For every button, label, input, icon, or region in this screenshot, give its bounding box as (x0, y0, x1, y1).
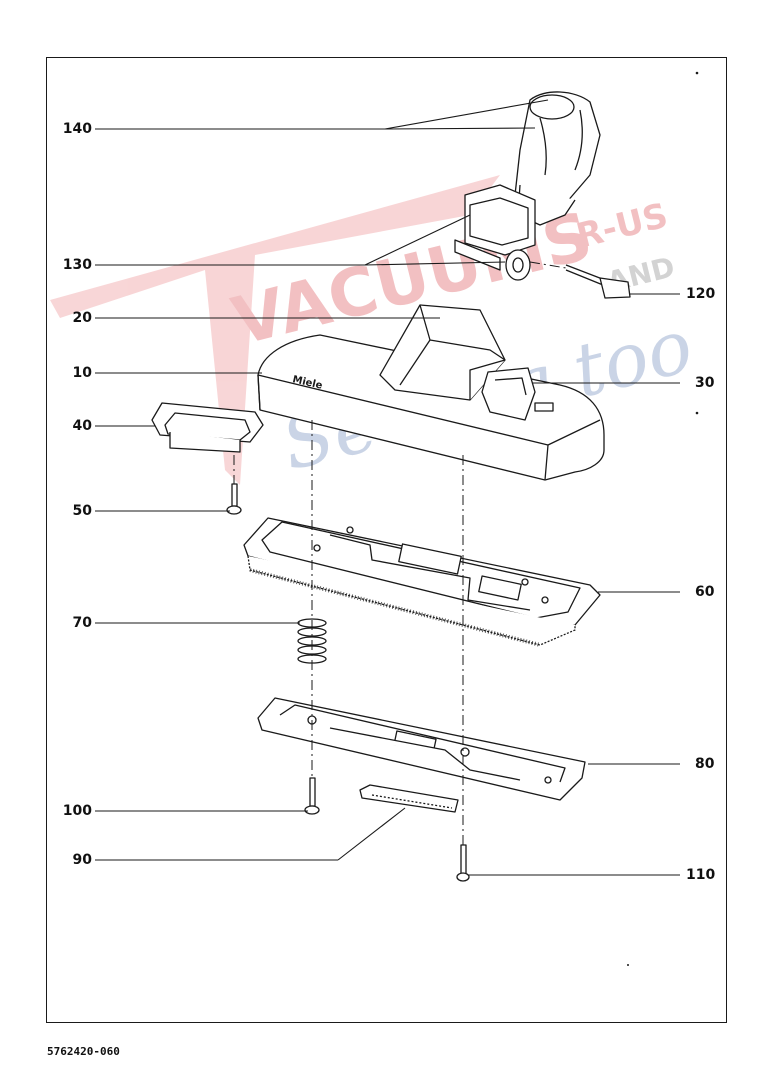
callout-80: 80 (695, 756, 715, 772)
callout-120: 120 (686, 286, 716, 302)
part-130-joint-housing (454, 184, 536, 281)
part-20-top-cover (379, 304, 506, 401)
callout-130: 130 (62, 257, 92, 273)
document-number: 5762420-060 (47, 1045, 120, 1058)
part-40-intake-cover (151, 402, 264, 453)
part-100-screw (304, 777, 320, 815)
watermark-red-swoosh (50, 175, 500, 485)
part-50-screw (226, 483, 242, 515)
callout-50: 50 (72, 503, 92, 519)
leader-lines (95, 99, 680, 876)
assembly-axis-lines (233, 261, 567, 845)
drawing-frame (46, 57, 727, 1023)
part-90-bumper-strip (359, 784, 459, 813)
callout-110: 110 (686, 867, 716, 883)
callout-10: 10 (72, 365, 92, 381)
callout-60: 60 (695, 584, 715, 600)
callout-30: 30 (695, 375, 715, 391)
callout-40: 40 (72, 418, 92, 434)
part-10-nozzle-housing: Miele (257, 334, 605, 481)
part-80-base-plate (257, 697, 586, 801)
callout-70: 70 (72, 615, 92, 631)
part-140-swivel-neck (514, 91, 601, 226)
part-120-axle-pin (565, 264, 631, 299)
watermark-suffix-text: R-US (573, 196, 672, 257)
part-110-screw (456, 844, 470, 882)
callout-90: 90 (72, 852, 92, 868)
callout-20: 20 (72, 310, 92, 326)
stray-marks (627, 71, 699, 966)
part-60-sole-plate (243, 517, 601, 647)
callout-100: 100 (62, 803, 92, 819)
part-30-swivel-clip (481, 367, 554, 421)
callout-140: 140 (62, 121, 92, 137)
